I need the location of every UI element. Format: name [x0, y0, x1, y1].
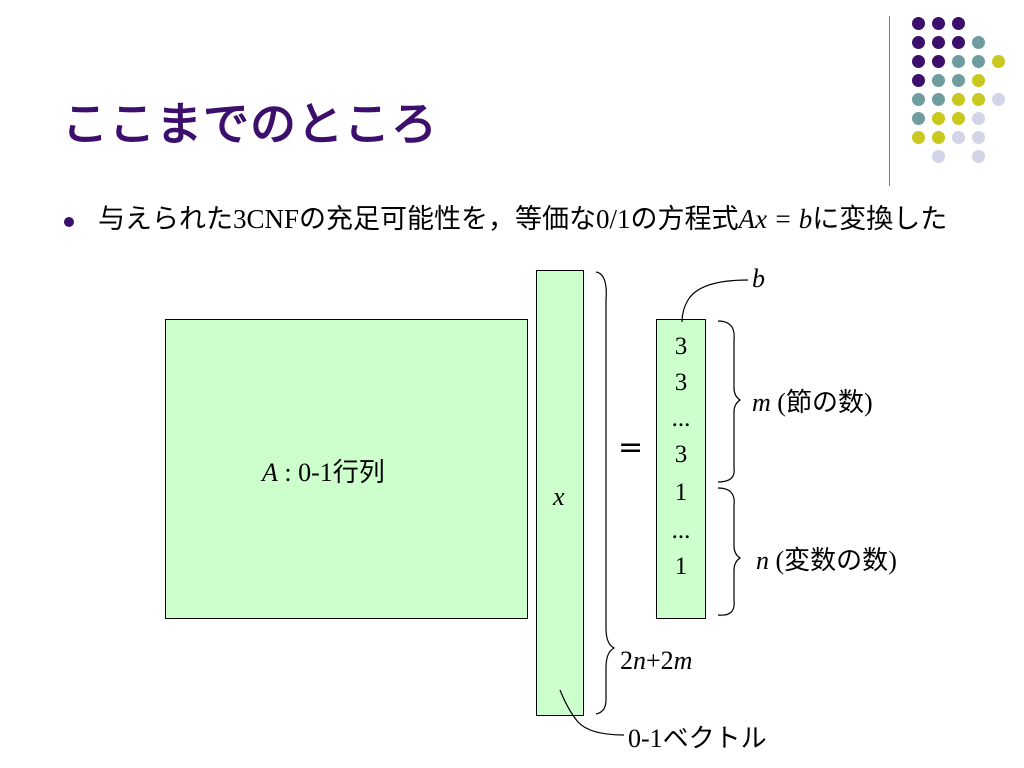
decor-dot — [972, 112, 985, 125]
vector-x-label: x — [553, 482, 565, 511]
b-value: ... — [671, 517, 691, 544]
decor-dot — [932, 112, 945, 125]
vector-type-label: 0-1ベクトル — [628, 718, 767, 755]
decor-dot — [972, 131, 985, 144]
bullet-mid: の充足可能性を，等価な — [299, 204, 597, 235]
equals-sign: = — [618, 430, 644, 465]
matrix-rest: : 0-1 — [277, 458, 333, 487]
n-brace — [717, 487, 742, 616]
bullet-3cnf: 3CNF — [233, 204, 300, 234]
matrix-a-label: A : 0-1行列 — [262, 452, 385, 489]
m-brace — [717, 320, 742, 483]
m-jp: 節の数 — [785, 388, 864, 418]
decor-dot — [912, 17, 925, 30]
decor-dot — [952, 17, 965, 30]
vector-b-box — [656, 319, 706, 619]
size-m: m — [673, 646, 693, 675]
b-label: b — [752, 264, 765, 293]
b-value: 3 — [674, 441, 688, 468]
matrix-jp: 行列 — [332, 458, 385, 488]
x-leader — [559, 689, 625, 736]
b-leader — [681, 279, 749, 323]
n-close: ) — [888, 546, 897, 575]
size-2: 2 — [620, 646, 633, 675]
decor-dot — [992, 55, 1005, 68]
vector-b-values: 3 3 ... 3 1 ... 1 — [657, 333, 705, 589]
bullet-suffix: に変換した — [812, 204, 948, 235]
decor-dot — [912, 36, 925, 49]
size-label: 2n+2m — [620, 646, 692, 676]
decor-dot — [932, 36, 945, 49]
decor-dot — [972, 74, 985, 87]
decor-dot — [932, 74, 945, 87]
decor-dot — [912, 131, 925, 144]
b-value: 1 — [674, 479, 688, 506]
vector-x-box — [536, 270, 584, 716]
decor-vertical-rule — [889, 16, 890, 186]
slide-title: ここまでのところ — [62, 97, 438, 151]
decor-dot — [952, 74, 965, 87]
m-close: ) — [863, 388, 873, 417]
bullet-eq-pre: の方程式 — [630, 204, 739, 235]
decor-dot — [952, 93, 965, 106]
decor-dot — [972, 36, 985, 49]
decor-dot — [912, 74, 925, 87]
bullet-text: 与えられた3CNFの充足可能性を，等価な0/1の方程式Ax = bに変換した — [98, 198, 958, 241]
b-value: 3 — [674, 333, 688, 360]
size-n: n — [633, 646, 646, 675]
decor-dot — [932, 17, 945, 30]
x-height-brace — [595, 271, 616, 715]
b-value: ... — [671, 405, 691, 432]
decor-dot — [912, 55, 925, 68]
n-var: n — [756, 546, 769, 575]
decor-dot — [912, 93, 925, 106]
b-value: 1 — [674, 553, 688, 580]
n-jp: 変数の数 — [784, 546, 889, 576]
decor-dot — [952, 131, 965, 144]
vec-num: 0-1 — [628, 724, 663, 753]
decor-dot — [932, 131, 945, 144]
decor-dot — [912, 112, 925, 125]
decor-dot — [952, 55, 965, 68]
n-open: ( — [769, 546, 785, 575]
decor-dot — [972, 55, 985, 68]
m-open: ( — [770, 388, 786, 417]
decor-dot — [952, 36, 965, 49]
vec-jp: ベクトル — [662, 724, 767, 754]
bullet-01: 0/1 — [596, 204, 631, 234]
decor-dot — [932, 150, 945, 163]
decor-dot — [932, 93, 945, 106]
n-label: n (変数の数) — [756, 540, 897, 577]
matrix-var: A — [262, 458, 278, 487]
size-plus: +2 — [646, 646, 674, 675]
bullet-equation: Ax = b — [738, 204, 813, 234]
m-var: m — [752, 388, 771, 417]
bullet-marker — [64, 217, 74, 227]
m-label: m (節の数) — [752, 382, 873, 419]
matrix-a-box — [165, 319, 528, 619]
bullet-prefix: 与えられた — [98, 204, 233, 235]
b-value: 3 — [674, 369, 688, 396]
decor-dot — [972, 93, 985, 106]
decor-dot — [932, 55, 945, 68]
decor-dot — [972, 150, 985, 163]
decor-dot — [952, 112, 965, 125]
decor-dot — [992, 93, 1005, 106]
